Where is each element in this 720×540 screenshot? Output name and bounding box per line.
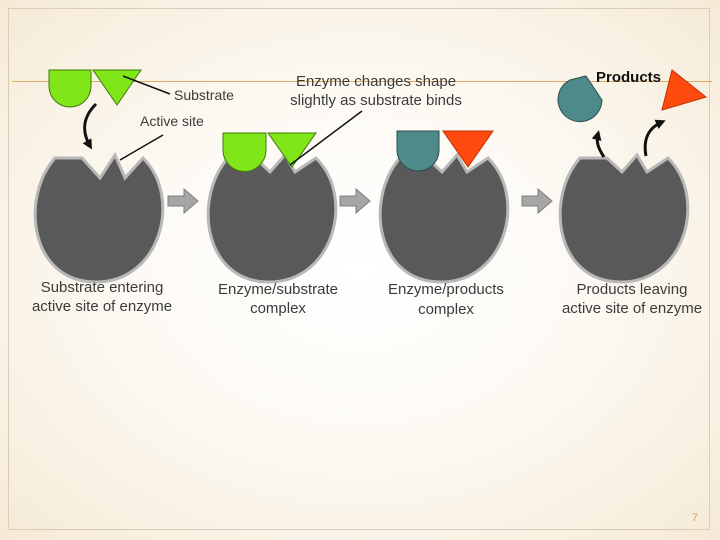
shape-change-label-line1: Enzyme changes shape xyxy=(295,73,457,90)
stage-2-caption-line1: Enzyme/substrate xyxy=(217,281,339,298)
page-number: 7 xyxy=(691,512,698,524)
products-4 xyxy=(557,69,708,123)
substrate-1 xyxy=(48,69,142,108)
substrate-label: Substrate xyxy=(174,87,234,103)
stage-4-caption-line2: active site of enzyme xyxy=(561,300,703,317)
orange-product-exit-arrow xyxy=(643,119,666,157)
enzyme-2 xyxy=(206,152,338,284)
substrate-callout-line xyxy=(122,75,171,95)
shape-change-callout-line xyxy=(289,110,363,166)
substrate-entry-arrow xyxy=(82,102,98,150)
stage-4-caption-line1: Products leaving xyxy=(576,281,688,298)
stage-3-caption-line1: Enzyme/products xyxy=(388,281,504,298)
stage-arrow-3 xyxy=(521,187,553,215)
stage-2-caption-line2: complex xyxy=(250,300,306,317)
products-label: Products xyxy=(596,69,662,86)
enzyme-4 xyxy=(558,152,690,284)
enzyme-1 xyxy=(33,151,165,284)
active-site-label: Active site xyxy=(140,113,204,129)
title-rule xyxy=(12,81,712,82)
stage-arrow-1 xyxy=(167,187,199,215)
teal-product-exit-arrow xyxy=(591,130,606,158)
stage-1-caption-line2: active site of enzyme xyxy=(31,298,173,315)
products-3 xyxy=(396,130,494,172)
stage-3-caption-line2: complex xyxy=(418,301,474,318)
shape-change-label-line2: slightly as substrate binds xyxy=(290,92,462,109)
enzyme-3 xyxy=(378,152,510,284)
stage-arrow-2 xyxy=(339,187,371,215)
substrate-2 xyxy=(222,132,317,172)
active-site-callout-line xyxy=(119,134,164,161)
stage-1-caption-line1: Substrate entering xyxy=(40,279,164,296)
